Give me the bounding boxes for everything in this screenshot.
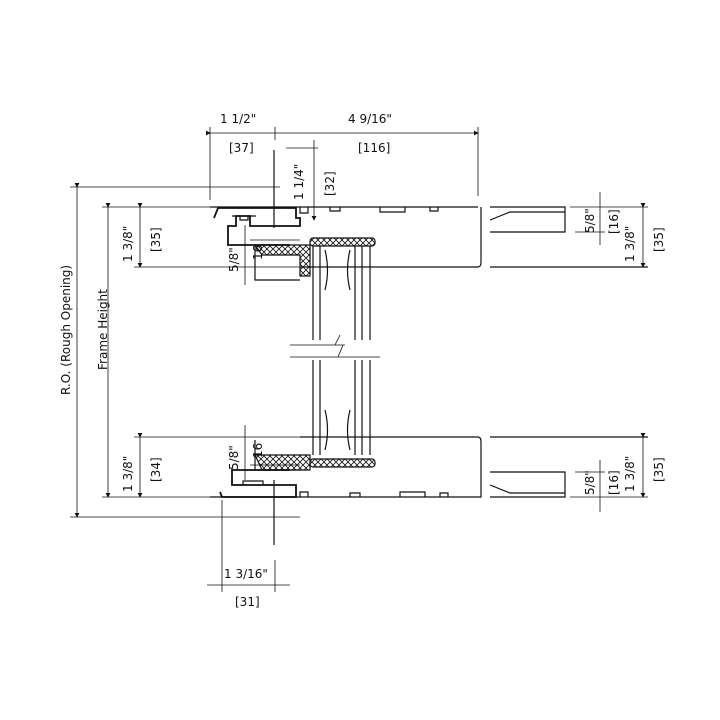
right-dimensions: 5/8" [16] 1 3/8" [35] 5/8" [16] 1 3/8" [… <box>575 192 666 512</box>
top-right-dim-in: 4 9/16" <box>348 112 392 126</box>
bottom-dim-mm: [31] <box>235 595 260 609</box>
head-dim-mm: [35] <box>149 227 163 252</box>
right-bottom-small-mm: [16] <box>607 470 621 495</box>
fin-dim-mm: [32] <box>323 171 337 196</box>
right-top-large-mm: [35] <box>652 227 666 252</box>
fin-dim-in: 1 1/4" <box>292 164 306 200</box>
rough-opening-label: R.O. (Rough Opening) <box>59 265 73 395</box>
sill-glaze-in: 5/8" <box>227 445 241 470</box>
top-dimension: 1 1/2" [37] 4 9/16" [116] <box>206 112 479 200</box>
right-top-large-in: 1 3/8" <box>623 226 637 262</box>
sill-dim-mm: [34] <box>149 457 163 482</box>
bottom-dim-in: 1 3/16" <box>224 567 268 581</box>
right-bottom-large-mm: [35] <box>652 457 666 482</box>
head-glaze-in: 5/8" <box>227 247 241 272</box>
top-left-dim-mm: [37] <box>229 141 254 155</box>
head-frame <box>210 206 648 281</box>
head-dim-in: 1 3/8" <box>121 226 135 262</box>
top-left-dim-in: 1 1/2" <box>220 112 256 126</box>
right-top-small-mm: [16] <box>607 209 621 234</box>
sash-glass <box>290 246 380 455</box>
sill-dim-in: 1 3/8" <box>121 456 135 492</box>
fin-dimension: 1 1/4" [32] <box>273 140 337 228</box>
right-bottom-small-in: 5/8" <box>583 470 597 495</box>
right-bottom-large-in: 1 3/8" <box>623 456 637 492</box>
frame-height-label: Frame Height <box>96 289 110 370</box>
sill-frame <box>210 436 648 545</box>
right-top-small-in: 5/8" <box>583 208 597 233</box>
top-right-dim-mm: [116] <box>358 141 390 155</box>
bottom-dimension: 1 3/16" [31] <box>207 500 290 609</box>
